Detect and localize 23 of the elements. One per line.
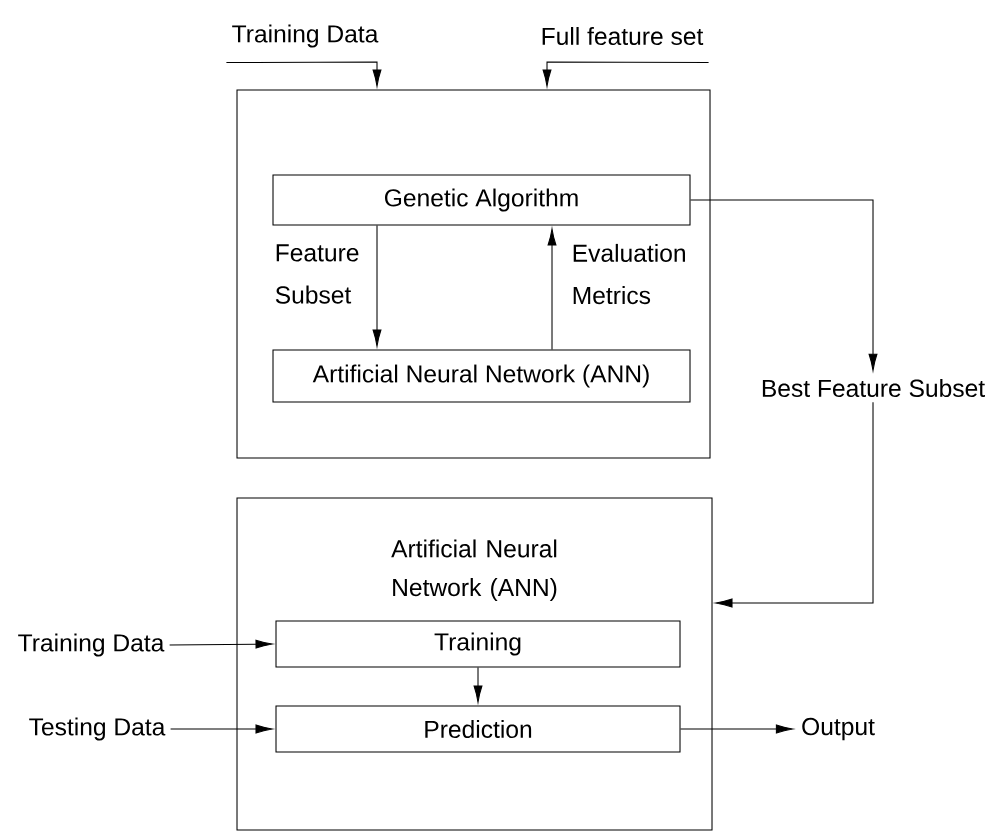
process-box: Prediction [275,705,681,753]
text-label: Output [802,717,875,741]
edge-label: Feature Subset [275,244,359,304]
process-box: Genetic Algorithm [272,174,691,226]
text-label: Best Feature Subset [762,379,985,398]
arrow [170,724,273,734]
arrow [690,199,878,371]
edge-label: Evaluation Metrics [573,243,685,305]
arrow [169,639,273,649]
arrow [372,225,382,347]
arrow [225,61,382,87]
panel-box [236,89,711,459]
process-box: Artificial Neural Network (ANN) [272,349,691,403]
arrow [680,724,793,734]
arrow [547,228,557,350]
text-label: Training Data [18,633,165,657]
text-label: Full feature set [542,27,704,46]
arrow [473,667,483,703]
arrow [715,401,874,608]
arrow [542,61,710,87]
text-label: Training Data [232,24,379,48]
text-label: Testing Data [29,717,166,741]
process-box: Training [275,620,681,668]
